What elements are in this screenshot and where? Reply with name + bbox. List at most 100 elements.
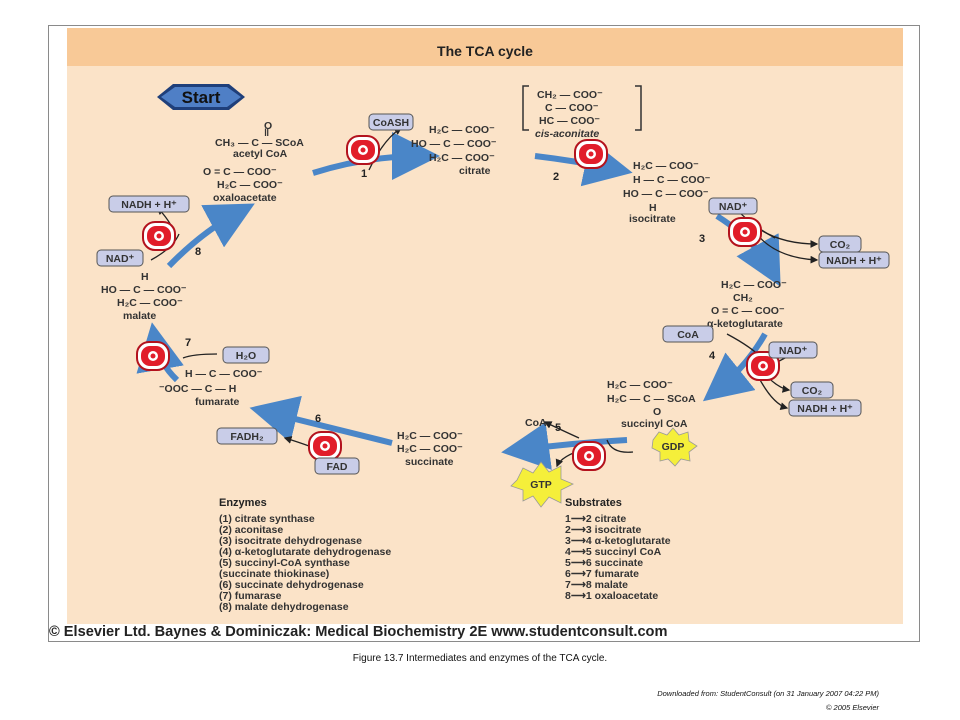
step-number-7: 7 (185, 337, 191, 349)
svg-text:malate: malate (123, 310, 156, 322)
enzyme-symbol-5 (572, 441, 606, 471)
svg-text:3⟶4 α-ketoglutarate: 3⟶4 α-ketoglutarate (565, 535, 671, 547)
title-bar (67, 28, 903, 66)
svg-text:H₂C — C — SCoA: H₂C — C — SCoA (607, 393, 696, 405)
svg-text:succinate: succinate (405, 456, 454, 468)
step-number-5: 5 (555, 422, 561, 434)
cofactor-nad-step4: NAD⁺ (768, 341, 818, 359)
cofactor-nad-step8: NAD⁺ (96, 249, 144, 267)
svg-text:O: O (264, 120, 272, 132)
start-badge: Start (157, 84, 245, 110)
svg-text:Enzymes: Enzymes (219, 497, 267, 509)
arrow-gdp (606, 439, 634, 453)
metabolite-malate: H HO — C — COO⁻ H₂C — COO⁻ malate (101, 271, 187, 322)
svg-text:isocitrate: isocitrate (629, 213, 676, 225)
svg-text:HO — C — COO⁻: HO — C — COO⁻ (101, 284, 187, 296)
step-number-8: 8 (195, 246, 201, 258)
svg-text:H — C — COO⁻: H — C — COO⁻ (185, 368, 263, 380)
svg-text:Substrates: Substrates (565, 497, 622, 509)
svg-text:(6) succinate dehydrogenase: (6) succinate dehydrogenase (219, 579, 364, 591)
svg-text:CH₂: CH₂ (733, 292, 753, 304)
svg-text:NAD⁺: NAD⁺ (779, 345, 808, 357)
svg-text:H₂C — COO⁻: H₂C — COO⁻ (633, 160, 699, 172)
svg-text:HC — COO⁻: HC — COO⁻ (539, 115, 600, 127)
metabolite-citrate: H₂C — COO⁻ HO — C — COO⁻ H₂C — COO⁻ citr… (411, 124, 497, 177)
svg-text:⁻OOC — C — H: ⁻OOC — C — H (159, 383, 236, 395)
cofactor-h2o: H₂O (222, 346, 270, 364)
substrates-legend: Substrates 1⟶2 citrate 2⟶3 isocitrate 3⟶… (565, 497, 671, 602)
svg-text:1⟶2 citrate: 1⟶2 citrate (565, 513, 626, 525)
svg-text:oxaloacetate: oxaloacetate (213, 192, 277, 204)
metabolite-succinate: H₂C — COO⁻ H₂C — COO⁻ succinate (397, 430, 463, 468)
arrow-step-8 (166, 203, 255, 269)
cofactor-gtp: GTP (510, 461, 574, 508)
svg-text:O = C — COO⁻: O = C — COO⁻ (711, 305, 785, 317)
svg-text:H₂C — COO⁻: H₂C — COO⁻ (397, 443, 463, 455)
svg-text:citrate: citrate (459, 165, 491, 177)
figure-frame: The TCA cycle Start (48, 25, 920, 642)
svg-text:H₂C — COO⁻: H₂C — COO⁻ (217, 179, 283, 191)
metabolite-fumarate: H — C — COO⁻ ⁻OOC — C — H fumarate (159, 368, 263, 408)
svg-text:GTP: GTP (530, 479, 552, 491)
svg-text:‖: ‖ (264, 127, 269, 139)
svg-text:H₂C — COO⁻: H₂C — COO⁻ (397, 430, 463, 442)
tca-cycle-diagram: Start (96, 84, 890, 613)
svg-text:(5) succinyl-CoA synthase: (5) succinyl-CoA synthase (219, 557, 350, 569)
enzyme-symbol-8 (142, 221, 176, 251)
svg-text:NADH + H⁺: NADH + H⁺ (826, 255, 882, 267)
cofactor-coa-step4: CoA (662, 325, 714, 343)
svg-text:(8) malate dehydrogenase: (8) malate dehydrogenase (219, 601, 349, 613)
svg-text:HO — C — COO⁻: HO — C — COO⁻ (623, 188, 709, 200)
svg-text:(7) fumarase: (7) fumarase (219, 590, 282, 602)
enzyme-symbol-4 (746, 351, 780, 381)
svg-text:H₂C — COO⁻: H₂C — COO⁻ (117, 297, 183, 309)
svg-text:H: H (649, 202, 657, 214)
svg-text:HO — C — COO⁻: HO — C — COO⁻ (411, 138, 497, 150)
cofactor-co2-step3: CO₂ (818, 235, 862, 253)
svg-text:CH₂ — COO⁻: CH₂ — COO⁻ (537, 89, 603, 101)
cofactor-gdp: GDP (651, 427, 698, 467)
metabolite-isocitrate: H₂C — COO⁻ H — C — COO⁻ HO — C — COO⁻ H … (623, 160, 711, 225)
download-note: Downloaded from: StudentConsult (on 31 J… (657, 689, 879, 698)
diagram-title: The TCA cycle (437, 43, 533, 59)
metabolite-cis-aconitate: CH₂ — COO⁻ C — COO⁻ HC — COO⁻ cis-aconit… (522, 85, 642, 140)
metabolite-oxaloacetate: O = C — COO⁻ H₂C — COO⁻ oxaloacetate (203, 166, 283, 204)
start-label: Start (182, 88, 221, 107)
svg-text:α-ketoglutarate: α-ketoglutarate (707, 318, 783, 330)
svg-text:5⟶6 succinate: 5⟶6 succinate (565, 557, 643, 569)
metabolite-acetyl-coa: O ‖ CH₃ — C — SCoA acetyl CoA (215, 120, 304, 160)
metabolite-succinyl-coa: H₂C — COO⁻ H₂C — C — SCoA O succinyl CoA (607, 379, 696, 430)
svg-text:(4) α-ketoglutarate dehydroge: (4) α-ketoglutarate dehydrogenase (219, 546, 391, 558)
svg-text:C — COO⁻: C — COO⁻ (545, 102, 599, 114)
cofactor-nadh-step3: NADH + H⁺ (818, 251, 890, 269)
step-number-3: 3 (699, 233, 705, 245)
arrow-coa-5 (543, 421, 580, 439)
step-number-2: 2 (553, 171, 559, 183)
figure-caption: Figure 13.7 Intermediates and enzymes of… (352, 653, 608, 664)
svg-text:O = C — COO⁻: O = C — COO⁻ (203, 166, 277, 178)
enzyme-symbol-7 (136, 341, 170, 371)
enzyme-symbol-1 (346, 135, 380, 165)
svg-text:succinyl CoA: succinyl CoA (621, 418, 688, 430)
svg-text:NADH + H⁺: NADH + H⁺ (797, 403, 853, 415)
svg-text:O: O (653, 406, 661, 418)
svg-text:GDP: GDP (662, 441, 685, 453)
svg-text:6⟶7 fumarate: 6⟶7 fumarate (565, 568, 639, 580)
svg-text:H: H (141, 271, 149, 283)
cofactor-coash: CoASH (368, 113, 414, 131)
cofactor-nadh-step8: NADH + H⁺ (108, 195, 190, 213)
svg-text:FAD: FAD (327, 461, 348, 473)
svg-text:NAD⁺: NAD⁺ (719, 201, 748, 213)
cofactor-co2-step4: CO₂ (790, 381, 834, 399)
arrow-step-4 (702, 332, 768, 402)
enzyme-symbol-3 (728, 217, 762, 247)
svg-text:FADH₂: FADH₂ (230, 431, 264, 443)
svg-text:(1) citrate synthase: (1) citrate synthase (219, 513, 315, 525)
cofactor-fadh2: FADH₂ (216, 427, 278, 445)
cofactor-fad: FAD (314, 457, 360, 475)
copyright-small: © 2005 Elsevier (825, 703, 879, 712)
enzyme-symbol-2 (574, 139, 608, 169)
svg-text:(3) isocitrate dehydrogenase: (3) isocitrate dehydrogenase (219, 535, 362, 547)
cofactor-coa-step5: CoA (525, 417, 547, 429)
step-number-6: 6 (315, 413, 321, 425)
